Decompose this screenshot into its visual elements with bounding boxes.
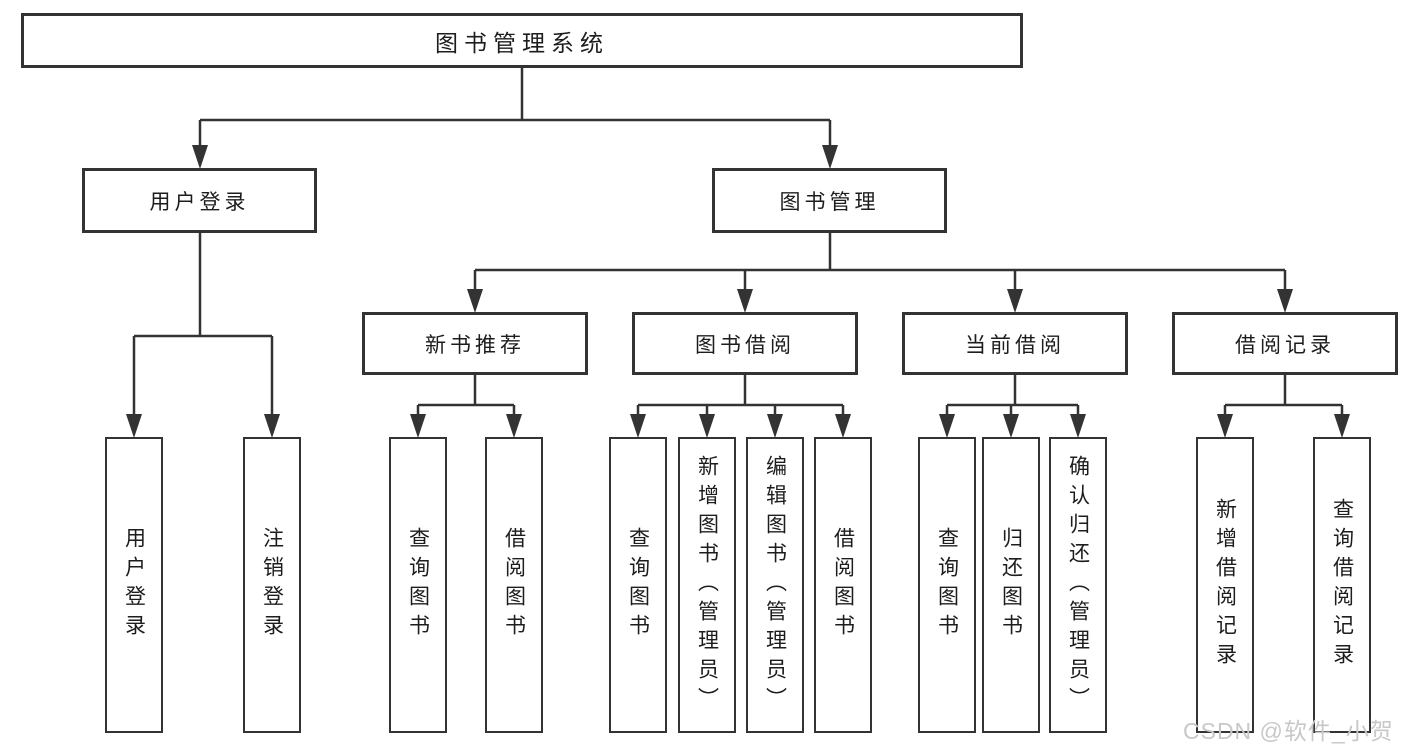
node-book-management: 图书管理 xyxy=(712,168,947,233)
node-user-login: 用户登录 xyxy=(82,168,317,233)
node-new-book-recommend: 新书推荐 xyxy=(362,312,588,375)
node-label: 借阅图书 xyxy=(831,527,855,643)
node-label: 用户登录 xyxy=(149,190,250,214)
node-label: 图书借阅 xyxy=(695,333,795,357)
leaf-query-books-current: 查询图书 xyxy=(918,437,976,733)
csdn-watermark: CSDN @软件_小贺同学 xyxy=(1183,718,1394,744)
leaf-edit-books-admin: 编辑图书（管理员） xyxy=(746,437,804,733)
leaf-confirm-return-admin: 确认归还（管理员） xyxy=(1049,437,1107,733)
node-label: 图书管理系统 xyxy=(435,29,609,56)
node-label: 查询图书 xyxy=(935,527,959,643)
leaf-return-books: 归还图书 xyxy=(982,437,1040,733)
leaf-logout: 注销登录 xyxy=(243,437,301,733)
node-label: 新增借阅记录 xyxy=(1213,498,1237,672)
node-label: 当前借阅 xyxy=(965,333,1065,357)
leaf-add-borrow-record: 新增借阅记录 xyxy=(1196,437,1254,733)
leaf-user-login: 用户登录 xyxy=(105,437,163,733)
node-label: 借阅记录 xyxy=(1235,333,1335,357)
node-label: 确认归还（管理员） xyxy=(1066,454,1090,716)
leaf-add-books-admin: 新增图书（管理员） xyxy=(678,437,736,733)
leaf-borrow-books: 借阅图书 xyxy=(814,437,872,733)
leaf-query-books: 查询图书 xyxy=(609,437,667,733)
node-label: 查询图书 xyxy=(626,527,650,643)
node-current-borrow: 当前借阅 xyxy=(902,312,1128,375)
node-label: 借阅图书 xyxy=(502,527,526,643)
node-label: 查询图书 xyxy=(406,527,430,643)
node-label: 编辑图书（管理员） xyxy=(763,454,787,716)
arrowheads xyxy=(126,145,1350,438)
node-book-borrow: 图书借阅 xyxy=(632,312,858,375)
node-label: 用户登录 xyxy=(122,527,146,643)
node-library-management-system: 图书管理系统 xyxy=(21,13,1023,68)
node-borrow-records: 借阅记录 xyxy=(1172,312,1398,375)
leaf-borrow-books-recommend: 借阅图书 xyxy=(485,437,543,733)
node-label: 新书推荐 xyxy=(425,333,525,357)
leaf-query-books-recommend: 查询图书 xyxy=(389,437,447,733)
node-label: 查询借阅记录 xyxy=(1330,498,1354,672)
node-label: 归还图书 xyxy=(999,527,1023,643)
node-label: 新增图书（管理员） xyxy=(695,454,719,716)
node-label: 注销登录 xyxy=(260,527,284,643)
leaf-query-borrow-record: 查询借阅记录 xyxy=(1313,437,1371,733)
node-label: 图书管理 xyxy=(779,190,880,214)
